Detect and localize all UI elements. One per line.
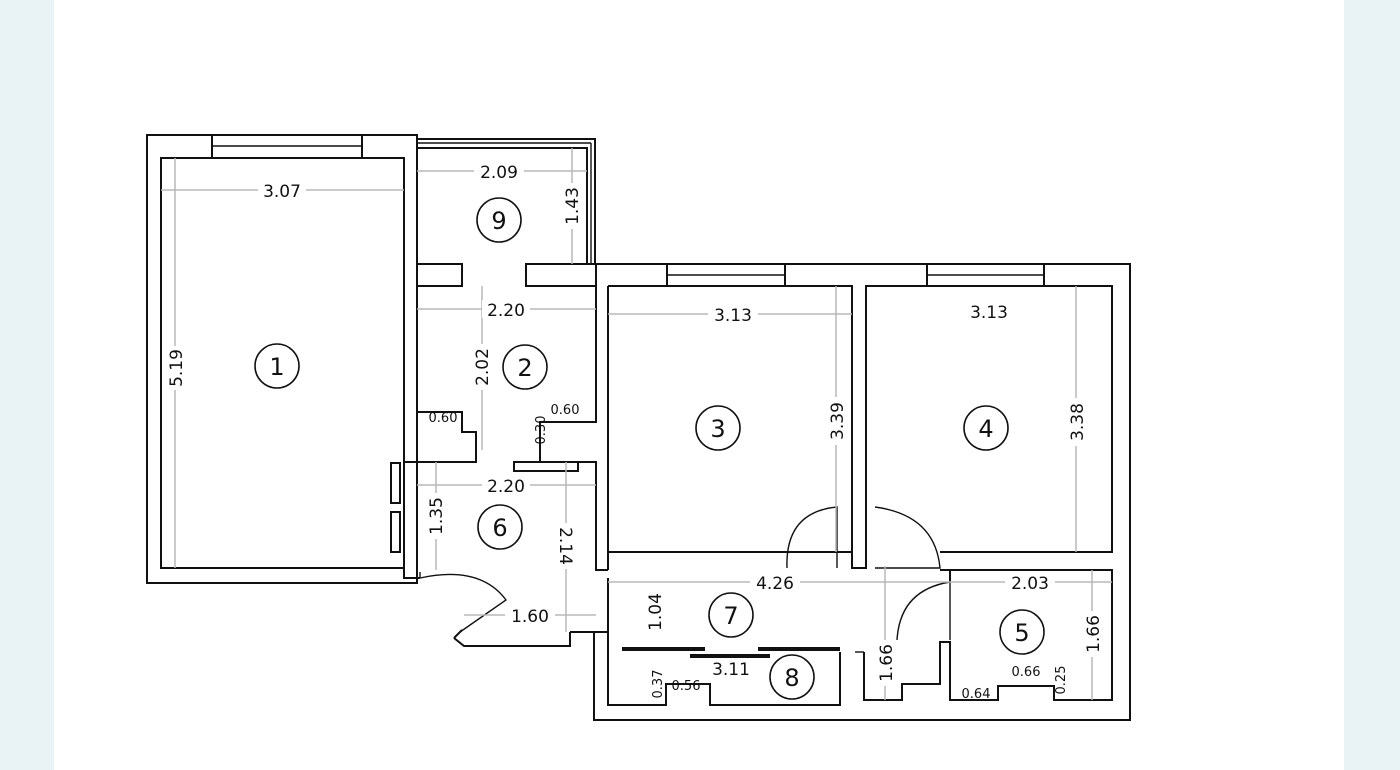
room-1-label: 1: [269, 353, 284, 381]
room-4-marker: 4: [963, 405, 1009, 451]
dim-entry-width: 1.60: [511, 607, 549, 627]
dim-r7-depth: 1.04: [646, 593, 666, 631]
dim-r7-side: 1.66: [877, 644, 897, 682]
room-4-label: 4: [978, 415, 993, 443]
dim-r5-step-a: 0.66: [1012, 665, 1041, 680]
room-9-marker: 9: [476, 197, 522, 243]
walls: [146, 134, 1131, 721]
dim-r8-step-a: 0.37: [651, 670, 666, 699]
dim-r5-step-b: 0.25: [1054, 666, 1069, 695]
dim-r2-niche-right: 0.60: [551, 403, 580, 418]
dim-r4-width: 3.13: [970, 303, 1008, 323]
dim-r6-depth: 1.35: [427, 497, 447, 535]
dim-r9-width: 2.09: [480, 163, 518, 183]
dim-r2-niche-depth: 0.30: [534, 416, 549, 445]
room-3-marker: 3: [695, 405, 741, 451]
doors: [390, 461, 951, 658]
room-2-label: 2: [517, 354, 532, 382]
room-1-marker: 1: [254, 343, 300, 389]
room-9-label: 9: [491, 207, 506, 235]
dim-r9-depth: 1.43: [563, 187, 583, 225]
dim-r1-length: 5.19: [167, 349, 187, 387]
room-7-marker: 7: [708, 592, 754, 638]
room-3-label: 3: [710, 415, 725, 443]
room-6-marker: 6: [477, 504, 523, 550]
dim-r2-width: 2.20: [487, 301, 525, 321]
dim-r8-width: 3.11: [712, 660, 750, 680]
room-labels: 1 2 3 4 5 6 7 8: [254, 197, 1045, 700]
dim-r5-step-c: 0.64: [962, 687, 991, 702]
dim-r8-step-b: 0.56: [672, 679, 701, 694]
dim-r5-length: 1.66: [1084, 615, 1104, 653]
room-8-label: 8: [784, 664, 799, 692]
dim-r2-niche-left: 0.60: [429, 411, 458, 426]
dimension-labels: 3.07 5.19 2.09 1.43 2.20 2.02 0.60 0.60 …: [166, 162, 1104, 702]
dim-r5-width: 2.03: [1011, 574, 1049, 594]
dim-r2-length: 2.02: [473, 348, 493, 386]
dim-r1-width: 3.07: [263, 182, 301, 202]
room-5-label: 5: [1014, 619, 1029, 647]
room-6-label: 6: [492, 514, 507, 542]
room-8-marker: 8: [769, 654, 815, 700]
dim-r6-width: 2.20: [487, 477, 525, 497]
room-7-label: 7: [723, 602, 738, 630]
dim-r7-length: 4.26: [756, 574, 794, 594]
dim-r3-length: 3.39: [828, 402, 848, 440]
dim-r4-length: 3.38: [1068, 403, 1088, 441]
dim-r6-length: 2.14: [555, 527, 575, 565]
room-2-marker: 2: [502, 344, 548, 390]
room-5-marker: 5: [999, 609, 1045, 655]
dim-r3-width: 3.13: [714, 306, 752, 326]
